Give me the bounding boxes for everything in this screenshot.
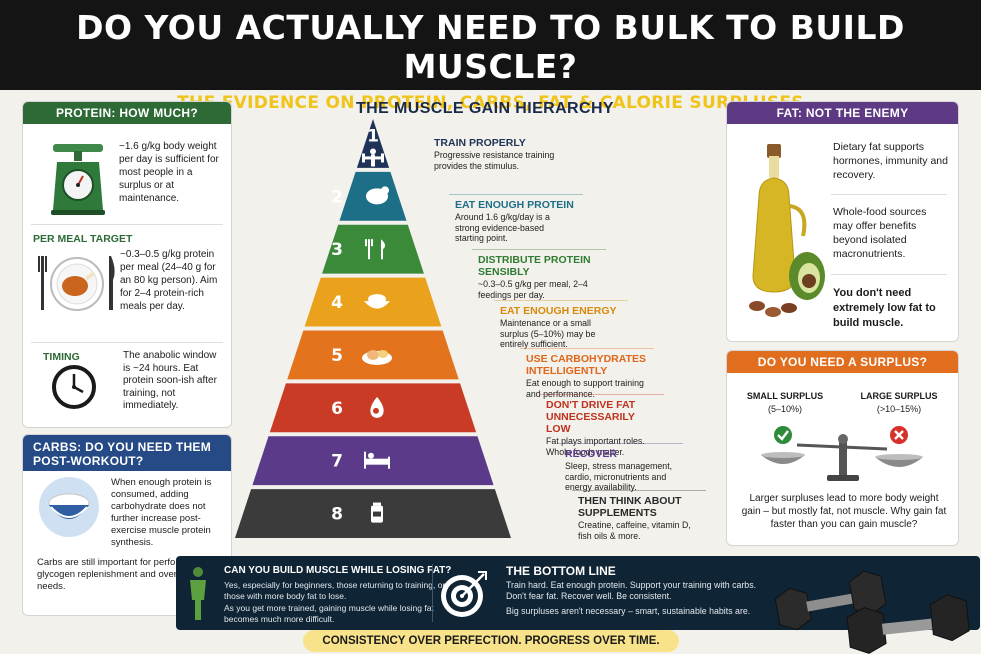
losing-fat-title: CAN YOU BUILD MUSCLE WHILE LOSING FAT? [224, 565, 452, 576]
bottom-line-title: THE BOTTOM LINE [506, 564, 616, 578]
hierarchy-step-desc: Maintenance or a small surplus (5–10%) m… [500, 318, 596, 349]
hierarchy-step-desc: Eat enough to support training and perfo… [526, 378, 644, 399]
carbs-panel: CARBS: DO YOU NEED THEM POST-WORKOUT? Wh… [22, 434, 232, 616]
hierarchy-step-title: TRAIN PROPERLY [434, 137, 526, 149]
hierarchy-step-desc: Sleep, stress management, cardio, micron… [565, 461, 673, 492]
step-divider [559, 443, 683, 444]
losing-fat-text-1: Yes, especially for beginners, those ret… [224, 580, 446, 601]
divider [432, 564, 433, 622]
protein-panel-title: PROTEIN: HOW MUCH? [23, 102, 231, 124]
pyramid-layer-number: 5 [331, 346, 343, 366]
hierarchy-step-3: DISTRIBUTE PROTEIN SENSIBLY~0.3–0.5 g/kg… [478, 254, 598, 300]
small-surplus-label: SMALL SURPLUS [746, 391, 824, 401]
page-title: DO YOU ACTUALLY NEED TO BULK TO BUILD MU… [76, 8, 905, 86]
timing-label: TIMING [43, 351, 80, 363]
clock-icon [51, 364, 97, 410]
pyramid-layer-icon [370, 396, 384, 418]
losing-fat-text-2: As you get more trained, gaining muscle … [224, 603, 434, 624]
per-meal-label: PER MEAL TARGET [33, 233, 133, 245]
hierarchy-step-desc: ~0.3–0.5 g/kg per meal, 2–4 feedings per… [478, 279, 588, 300]
pyramid-layer-number: 6 [331, 399, 343, 419]
hierarchy-title: THE MUSCLE GAIN HIERARCHY [355, 100, 614, 117]
meal-plate-icon [35, 250, 119, 316]
bottom-bar: CAN YOU BUILD MUSCLE WHILE LOSING FAT? Y… [176, 556, 980, 630]
hierarchy-step-title: DISTRIBUTE PROTEIN SENSIBLY [478, 254, 591, 278]
small-surplus-range: (5–10%) [767, 404, 803, 414]
hierarchy-step-title: EAT ENOUGH PROTEIN [455, 199, 574, 211]
fat-text-1: Dietary fat supports hormones, immunity … [833, 141, 948, 181]
step-divider [472, 249, 606, 250]
pyramid-layer-icon [364, 294, 390, 309]
hierarchy-step-desc: Fat plays important roles. Whole foods m… [546, 436, 645, 457]
large-surplus-range: (>10–15%) [876, 404, 922, 414]
protein-panel: PROTEIN: HOW MUCH? ~1.6 g/kg body weight… [22, 101, 232, 428]
pyramid-layer-icon [364, 451, 390, 469]
step-divider [520, 348, 654, 349]
fat-panel: FAT: NOT THE ENEMY Dietary fat supports … [726, 101, 959, 342]
hierarchy-step-title: THEN THINK ABOUT SUPPLEMENTS [578, 495, 682, 519]
rice-bowl-icon [37, 475, 101, 539]
hierarchy-step-desc: Creatine, caffeine, vitamin D, fish oils… [578, 520, 691, 541]
carbs-text-2: Carbs are still important for performanc… [37, 557, 219, 592]
surplus-panel: DO YOU NEED A SURPLUS? SMALL SURPLUS (5–… [726, 350, 959, 546]
divider [831, 194, 947, 195]
step-divider [572, 490, 706, 491]
fat-text-2: Whole-food sources may offer benefits be… [833, 206, 927, 260]
dumbbells-icon [768, 560, 980, 654]
footer-tagline: CONSISTENCY OVER PERFECTION. PROGRESS OV… [303, 630, 679, 652]
page-subtitle: THE EVIDENCE ON PROTEIN, CARBS, FAT & CA… [177, 93, 804, 113]
pyramid-layer-number: 4 [331, 293, 343, 313]
protein-amount-text: ~1.6 g/kg body weight per day is suffici… [119, 141, 219, 204]
pyramid-layer-number: 8 [331, 505, 343, 525]
timing-text: The anabolic window is ~24 hours. Eat pr… [123, 350, 217, 411]
pyramid-layer-number: 1 [367, 126, 379, 146]
hierarchy-step-title: EAT ENOUGH ENERGY [500, 305, 617, 317]
scale-icon [47, 138, 109, 218]
olive-oil-icon [737, 136, 837, 322]
pyramid-layer-icon [362, 349, 392, 365]
pyramid-layer-3 [322, 224, 424, 274]
pyramid-layer-icon [362, 148, 384, 167]
hierarchy-step-title: DON'T DRIVE FAT UNNECESSARILY LOW [546, 399, 636, 435]
divider [31, 224, 223, 225]
step-divider [449, 194, 583, 195]
step-divider [494, 300, 628, 301]
bottom-line-text-1: Train hard. Eat enough protein. Support … [506, 580, 757, 601]
balance-scale-icon [757, 421, 933, 483]
step-divider [540, 394, 664, 395]
hierarchy-step-title: RECOVER [565, 448, 617, 460]
fat-text-3: You don't need extremely low fat to buil… [833, 287, 936, 329]
body-figure-icon [186, 566, 210, 622]
pyramid-layer-icon [371, 502, 383, 523]
carbs-panel-title: CARBS: DO YOU NEED THEM POST-WORKOUT? [23, 435, 231, 471]
pyramid-layer-number: 2 [331, 187, 343, 207]
carbs-text-1: When enough protein is consumed, adding … [111, 477, 212, 548]
target-icon [438, 568, 490, 620]
pyramid-layer-number: 3 [331, 240, 343, 260]
header: DO YOU ACTUALLY NEED TO BULK TO BUILD MU… [0, 0, 981, 113]
surplus-text: Larger surpluses lead to more body weigh… [741, 493, 947, 530]
per-meal-text: ~0.3–0.5 g/kg protein per meal (24–40 g … [120, 249, 218, 312]
hierarchy-step-desc: Progressive resistance training provides… [434, 150, 555, 171]
pyramid-layer-icon [366, 186, 389, 205]
hierarchy-step-title: USE CARBOHYDRATES INTELLIGENTLY [526, 353, 646, 377]
divider [31, 342, 223, 343]
fat-panel-title: FAT: NOT THE ENEMY [727, 102, 958, 124]
bottom-line-text-2: Big surpluses aren't necessary – smart, … [506, 606, 751, 616]
hierarchy-step-desc: Around 1.6 g/kg/day is a strong evidence… [455, 212, 550, 243]
pyramid-layer-number: 7 [331, 452, 343, 472]
large-surplus-label: LARGE SURPLUS [860, 391, 938, 401]
surplus-panel-title: DO YOU NEED A SURPLUS? [727, 351, 958, 373]
divider [831, 274, 947, 275]
pyramid-layer-icon [365, 239, 386, 260]
